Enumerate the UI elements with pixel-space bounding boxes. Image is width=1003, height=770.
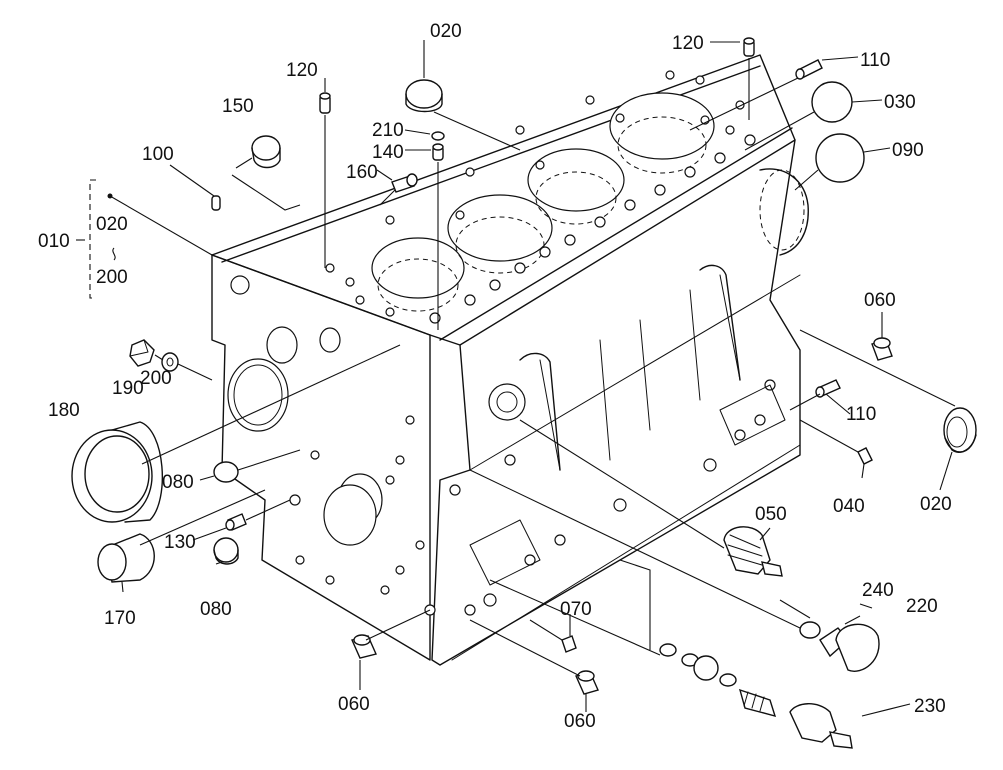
seal-020-right-icon <box>943 407 977 453</box>
bolt-160-icon <box>391 173 418 193</box>
seal-180-icon <box>71 421 164 523</box>
cylinder-block <box>211 54 809 666</box>
plug-060-bottom-icon <box>575 670 599 695</box>
label-240: 240 <box>862 580 894 601</box>
label-010: 010 <box>38 231 70 252</box>
label-220: 220 <box>906 596 938 617</box>
plug-080-lower-icon <box>213 537 239 565</box>
fitting-050-icon <box>723 526 783 577</box>
label-210: 210 <box>372 120 404 141</box>
bolt-190-icon <box>129 339 155 367</box>
label-020-top: 020 <box>430 21 462 42</box>
label-020-bracket: 020 <box>96 214 128 235</box>
label-090: 090 <box>892 140 924 161</box>
label-060-right: 060 <box>864 290 896 311</box>
plug-090-icon <box>815 133 865 183</box>
label-120-left: 120 <box>286 60 318 81</box>
loose-parts <box>71 37 977 749</box>
plug-080-upper-icon <box>213 461 239 483</box>
label-060-bottom: 060 <box>564 711 596 732</box>
cup-170-icon <box>97 533 155 583</box>
label-230: 230 <box>914 696 946 717</box>
sender-220-icon <box>819 623 880 672</box>
label-060-bottom-left: 060 <box>338 694 370 715</box>
plug-030-icon <box>811 81 853 123</box>
ring-210-icon <box>431 131 445 141</box>
label-030: 030 <box>884 92 916 113</box>
front-face-holes <box>227 275 425 595</box>
label-100: 100 <box>142 144 174 165</box>
label-020-right: 020 <box>920 494 952 515</box>
label-190: 190 <box>112 378 144 399</box>
label-110-top: 110 <box>860 50 890 71</box>
switch-230-assembly-icon <box>659 643 853 749</box>
pin-130-icon <box>225 513 247 531</box>
leader-lines <box>76 40 955 717</box>
plug-020-top-icon <box>405 79 443 113</box>
label-150: 150 <box>222 96 254 117</box>
label-050: 050 <box>755 504 787 525</box>
callout-labels: 010 020 200 020 020 030 040 050 060 060 … <box>38 21 952 732</box>
plug-150-icon <box>251 135 281 169</box>
plug-070-icon <box>561 635 577 653</box>
pin-120-right-icon <box>743 37 755 57</box>
pin-120-left-icon <box>319 92 331 114</box>
label-130: 130 <box>164 532 196 553</box>
plug-040-icon <box>857 447 873 465</box>
label-140: 140 <box>372 142 404 163</box>
label-080-lower: 080 <box>200 599 232 620</box>
label-160: 160 <box>346 162 378 183</box>
label-120-right: 120 <box>672 33 704 54</box>
washer-240-icon <box>799 621 821 639</box>
plug-060-right-icon <box>871 337 893 361</box>
label-200: 200 <box>140 368 172 389</box>
pin-140-icon <box>432 143 444 161</box>
label-170: 170 <box>104 608 136 629</box>
label-200-bracket: 200 <box>96 267 128 288</box>
label-180: 180 <box>48 400 80 421</box>
label-080-upper: 080 <box>162 472 194 493</box>
washer-200-icon <box>161 352 179 372</box>
side-face-holes <box>424 379 786 616</box>
label-040: 040 <box>833 496 865 517</box>
deck-holes <box>325 70 756 324</box>
plug-060-bottom-left-icon <box>351 634 377 659</box>
pin-110-top-icon <box>795 59 823 80</box>
label-110-right: 110 <box>846 404 876 425</box>
pin-100-icon <box>211 195 221 211</box>
label-070: 070 <box>560 599 592 620</box>
